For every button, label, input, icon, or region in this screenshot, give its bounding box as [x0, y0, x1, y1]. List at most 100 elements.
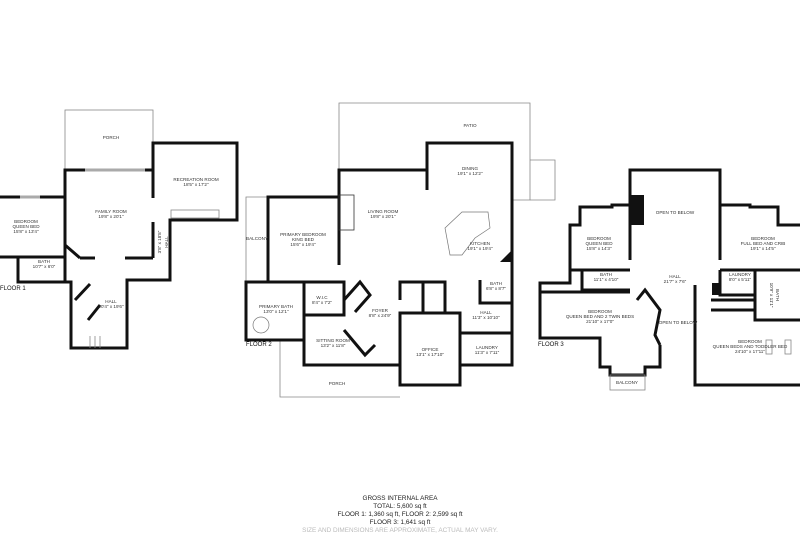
room-dims: 19'1" x 12'2" — [457, 171, 483, 176]
room-label: PATIO — [463, 123, 477, 128]
room-dims: 21'10" x 17'0" — [586, 319, 614, 324]
room-dims: 15'8" x 14'3" — [586, 246, 612, 251]
area-title: GROSS INTERNAL AREA — [362, 495, 438, 502]
wall — [268, 280, 306, 365]
bedroom-wall — [568, 203, 632, 272]
room-label: SITTING ROOM — [316, 338, 350, 343]
room-label: W.I.C — [316, 295, 328, 300]
wall — [712, 283, 720, 295]
room-dims: 8'8" x 24'9" — [369, 313, 392, 318]
room-dims: 24'10" x 17'11" — [735, 349, 765, 354]
room-label: BEDROOM — [587, 236, 611, 241]
room-label: HALL — [105, 299, 117, 304]
bathtub — [252, 316, 270, 334]
patio-outline — [338, 102, 531, 201]
room-dims: 6'8" x 8'7" — [486, 286, 506, 291]
room-label: PRIMARY BATH — [259, 304, 293, 309]
counter — [170, 209, 220, 219]
room-label: QUEEN BED AND 2 TWIN BEDS — [566, 314, 634, 319]
bath-wall — [753, 270, 800, 322]
room-dims: 20'4" x 19'6" — [98, 304, 124, 309]
area-floor-3: FLOOR 3: 1,641 sq ft — [369, 519, 431, 526]
balcony-outline — [245, 196, 268, 340]
room-dims: 13'0" x 12'1" — [263, 309, 289, 314]
room-dims: 10'9" x 11'1" — [769, 283, 774, 308]
balcony-outline — [609, 374, 646, 391]
room-label: HALL — [480, 310, 492, 315]
room-label: BATH — [490, 281, 502, 286]
bed — [784, 339, 792, 355]
room-label: LAUNDRY — [729, 272, 751, 277]
wall — [711, 298, 757, 312]
disclaimer: SIZE AND DIMENSIONS ARE APPROXIMATE, ACT… — [302, 527, 498, 534]
wall — [64, 243, 81, 260]
room-label: QUEEN BED — [585, 241, 613, 246]
room-label: PORCH — [103, 135, 120, 140]
room-label: HALL — [164, 236, 169, 248]
floor-1-label: FLOOR 1 — [0, 286, 26, 292]
room-label: PORCH — [329, 381, 346, 386]
floor-3-label: FLOOR 3 — [538, 342, 564, 348]
bed — [765, 339, 773, 355]
room-dims: 19'1" x 14'5" — [750, 246, 776, 251]
bedroom-wall — [718, 203, 800, 227]
bath-wall — [478, 280, 512, 305]
bath-wall — [0, 255, 67, 284]
room-label: FOYER — [372, 308, 389, 313]
room-dims: 8'4" x 7'2" — [312, 300, 332, 305]
stair-wall — [635, 287, 662, 346]
bedroom-wall — [693, 285, 800, 387]
room-label: KITCHEN — [470, 241, 490, 246]
room-dims: 15'8" x 13'4" — [13, 229, 39, 234]
porch-outline — [279, 340, 400, 398]
room-label: OPEN TO BELOW — [659, 320, 698, 325]
chimney — [631, 195, 644, 225]
room-label: BATH — [775, 289, 780, 301]
wall — [500, 250, 512, 262]
room-dims: 10'7" x 6'0" — [33, 264, 56, 269]
room-label: LIVING ROOM — [368, 209, 399, 214]
stair-wall — [342, 329, 377, 358]
room-dims: 19'8" x 20'1" — [370, 214, 396, 219]
office-wall — [398, 311, 462, 385]
room-dims: 13'1" x 17'10" — [416, 352, 444, 357]
room-dims: 8'0" x 5'11" — [729, 277, 752, 282]
porch-outline — [64, 109, 154, 171]
stair-wall — [342, 279, 372, 313]
room-label: BALCONY — [616, 380, 638, 385]
room-dims: 3'8" x 18'8" — [157, 230, 162, 253]
room-dims: 11'3" x 7'11" — [475, 350, 500, 355]
room-label: BEDROOM — [588, 309, 612, 314]
room-label: LAUNDRY — [476, 345, 498, 350]
bath-wall — [580, 270, 630, 292]
area-total: TOTAL: 5,600 sq ft — [373, 503, 427, 510]
room-label: RECREATION ROOM — [173, 177, 219, 182]
room-label: BEDROOM — [738, 339, 762, 344]
kitchen-island — [444, 211, 491, 256]
room-label: OFFICE — [422, 347, 439, 352]
room-dims: 11'1" x 4'10" — [594, 277, 619, 282]
room-label: FAMILY ROOM — [95, 209, 127, 214]
room-label: BALCONY — [246, 236, 268, 241]
room-label: QUEEN BEDS AND TODDLER BED — [713, 344, 788, 349]
room-dims: 11'3" x 10'10" — [472, 315, 500, 320]
room-label: HALL — [669, 274, 681, 279]
room-label: BEDROOM — [14, 219, 38, 224]
floor-3-plan: OPEN TO BELOW BEDROOM QUEEN BED 15'8" x … — [530, 159, 800, 391]
room-label: FULL BED AND CRIB — [741, 241, 786, 246]
room-dims: 21'7" x 7'6" — [664, 279, 687, 284]
room-label: PRIMARY BEDROOM — [280, 232, 326, 237]
room-label: DINING — [462, 166, 479, 171]
area-summary: GROSS INTERNAL AREA TOTAL: 5,600 sq ft F… — [0, 495, 800, 535]
room-dims: 13'2" x 11'8" — [321, 343, 346, 348]
area-floors-1-2: FLOOR 1: 1,360 sq ft, FLOOR 2: 2,599 sq … — [337, 511, 463, 518]
floor-3-walls — [538, 270, 662, 377]
room-dims: 15'6" x 19'4" — [290, 242, 316, 247]
floor-2-label: FLOOR 2 — [246, 342, 272, 348]
roof-outline — [530, 159, 556, 201]
room-label: BEDROOM — [751, 236, 775, 241]
floor-2-walls — [244, 141, 514, 387]
fireplace — [338, 194, 355, 231]
floor-2-plan: PATIO DINING 19'1" x 12'2" LIVING ROOM 1… — [244, 102, 531, 398]
